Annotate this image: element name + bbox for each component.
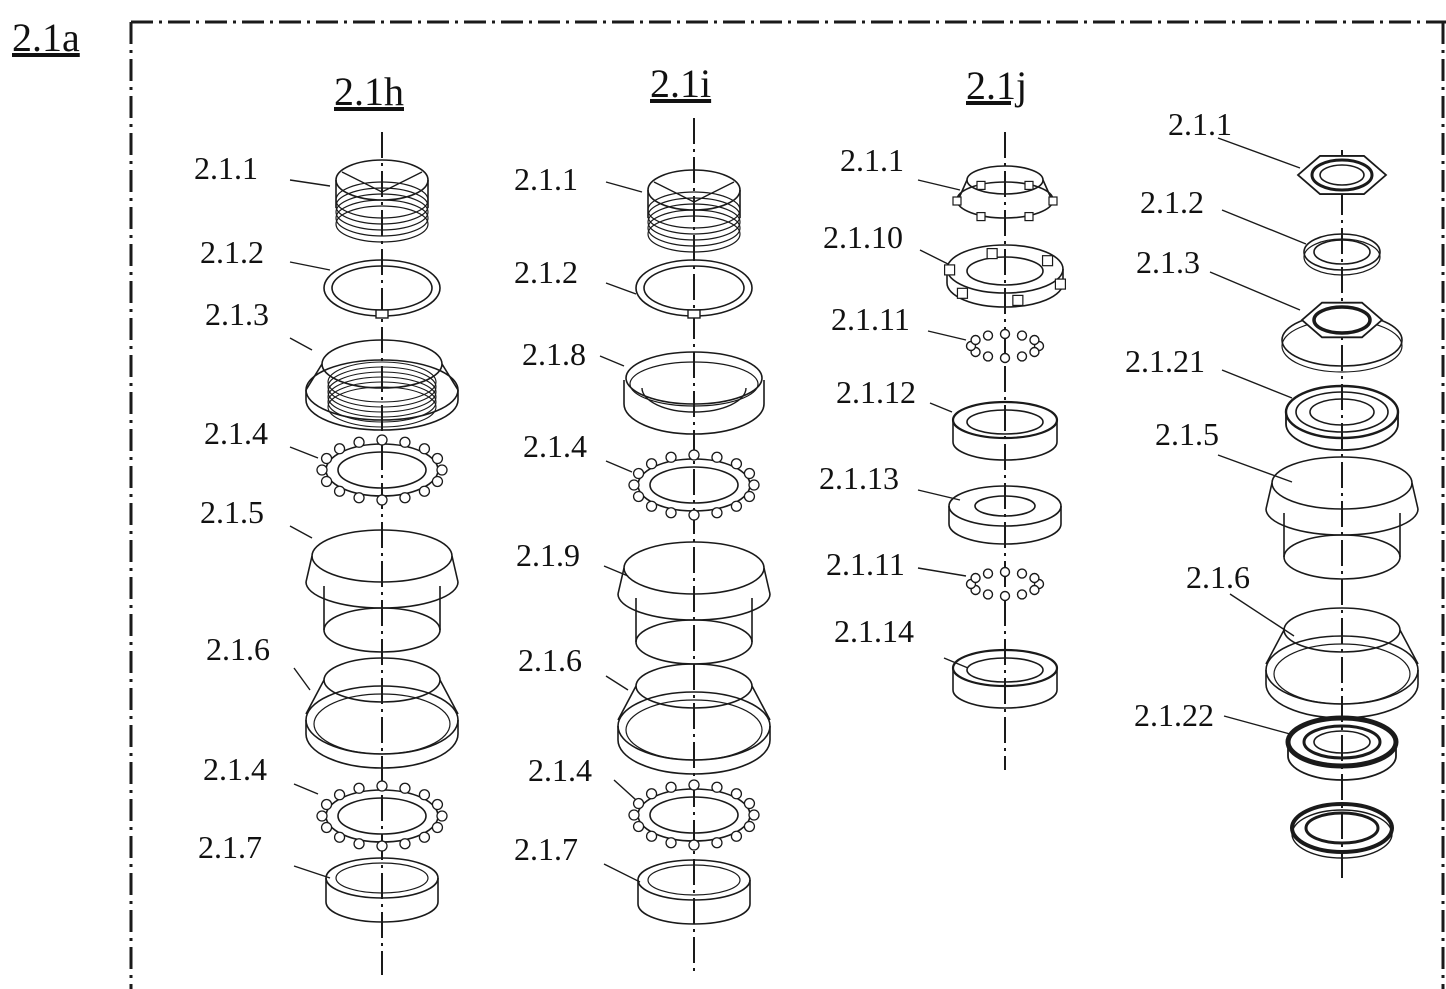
part-k-1-hex-nut bbox=[1296, 155, 1388, 195]
part-k-7-sealed-bearing-dark bbox=[1285, 715, 1399, 781]
leader-line bbox=[289, 179, 331, 187]
part-label: 2.1.7 bbox=[514, 831, 578, 867]
part-h-2-keyed-washer bbox=[323, 259, 441, 319]
dash-dot-frame bbox=[129, 20, 1446, 989]
part-label: 2.1.5 bbox=[1155, 416, 1219, 452]
leader-line bbox=[605, 675, 629, 691]
leader-line bbox=[1217, 454, 1293, 483]
leader-line bbox=[289, 525, 313, 539]
leader-line bbox=[289, 261, 331, 271]
part-j-6-loose-balls bbox=[965, 566, 1045, 602]
part-i-8-crown-race bbox=[637, 859, 751, 925]
part-k-3-hex-cup bbox=[1281, 301, 1403, 373]
part-k-8-crown-race-dark bbox=[1290, 802, 1394, 859]
part-h-6-frame-cup-lower bbox=[305, 657, 459, 769]
part-h-7-ball-retainer bbox=[316, 780, 448, 852]
part-i-6-frame-cup-lower bbox=[617, 663, 771, 775]
part-label: 2.1.6 bbox=[1186, 559, 1250, 595]
part-j-1-notched-nut bbox=[952, 165, 1058, 222]
part-label: 2.1.5 bbox=[200, 494, 264, 530]
part-k-4-sealed-bearing bbox=[1284, 384, 1400, 451]
part-j-3-loose-balls bbox=[965, 328, 1045, 364]
leader-lines bbox=[289, 137, 1307, 883]
part-label: 2.1.3 bbox=[1136, 244, 1200, 280]
parts-layer bbox=[305, 155, 1419, 925]
part-h-1-threaded-nut bbox=[335, 159, 429, 243]
leader-line bbox=[1221, 209, 1307, 245]
figure-label: 2.1a bbox=[12, 15, 80, 60]
part-label: 2.1.1 bbox=[194, 150, 258, 186]
part-k-5-frame-cup bbox=[1265, 456, 1419, 580]
part-i-2-keyed-washer bbox=[635, 259, 753, 319]
leader-line bbox=[917, 567, 967, 577]
leader-line bbox=[1223, 715, 1291, 735]
leader-line bbox=[605, 460, 633, 473]
part-label: 2.1.1 bbox=[1168, 106, 1232, 142]
leader-line bbox=[293, 783, 319, 795]
part-label: 2.1.6 bbox=[518, 642, 582, 678]
leader-line bbox=[599, 355, 625, 367]
part-label: 2.1.10 bbox=[823, 219, 903, 255]
part-label: 2.1.22 bbox=[1134, 697, 1214, 733]
part-label: 2.1.4 bbox=[528, 752, 592, 788]
part-i-7-ball-retainer bbox=[628, 779, 760, 851]
part-label: 2.1.8 bbox=[522, 336, 586, 372]
leader-line bbox=[917, 179, 961, 191]
leader-line bbox=[289, 337, 313, 351]
part-j-7-bearing-cup bbox=[951, 648, 1059, 709]
part-label: 2.1.13 bbox=[819, 460, 899, 496]
part-j-2-notched-ring bbox=[943, 244, 1067, 308]
part-label: 2.1.4 bbox=[523, 428, 587, 464]
part-k-2-washer bbox=[1303, 233, 1381, 276]
part-label: 2.1.21 bbox=[1125, 343, 1205, 379]
leader-line bbox=[605, 282, 637, 295]
frame-border bbox=[129, 20, 1446, 989]
leader-line bbox=[1217, 137, 1301, 169]
leader-line bbox=[919, 249, 949, 265]
leader-line bbox=[1221, 369, 1293, 399]
part-i-1-threaded-nut bbox=[647, 169, 741, 253]
column-title-h: 2.1h bbox=[334, 69, 404, 114]
leader-line bbox=[929, 402, 953, 413]
leader-line bbox=[917, 489, 961, 501]
leader-line bbox=[603, 863, 641, 883]
part-i-3-cone-cup bbox=[623, 351, 765, 435]
leader-line bbox=[613, 779, 637, 801]
leader-line bbox=[927, 330, 967, 341]
part-label: 2.1.11 bbox=[831, 301, 910, 337]
leader-line bbox=[1229, 593, 1295, 637]
part-label: 2.1.2 bbox=[1140, 184, 1204, 220]
part-label: 2.1.6 bbox=[206, 631, 270, 667]
part-label: 2.1.11 bbox=[826, 546, 905, 582]
column-title-j: 2.1j bbox=[966, 63, 1028, 108]
part-label: 2.1.9 bbox=[516, 537, 580, 573]
part-label: 2.1.14 bbox=[834, 613, 914, 649]
part-h-8-crown-race bbox=[325, 857, 439, 923]
leader-line bbox=[603, 565, 629, 577]
leader-line bbox=[605, 181, 643, 193]
part-i-4-ball-retainer bbox=[628, 449, 760, 521]
part-h-5-frame-cup bbox=[305, 529, 459, 653]
leader-line bbox=[293, 667, 311, 691]
column-title-i: 2.1i bbox=[650, 61, 712, 106]
part-label: 2.1.7 bbox=[198, 829, 262, 865]
part-label: 2.1.2 bbox=[514, 254, 578, 290]
part-label: 2.1.3 bbox=[205, 296, 269, 332]
leader-line bbox=[943, 657, 969, 669]
part-h-4-ball-retainer bbox=[316, 434, 448, 506]
part-label: 2.1.1 bbox=[840, 142, 904, 178]
part-j-4-bearing-cup bbox=[951, 400, 1059, 461]
part-j-5-flat-race bbox=[948, 485, 1062, 545]
part-label: 2.1.12 bbox=[836, 374, 916, 410]
leader-line bbox=[289, 446, 319, 459]
part-label: 2.1.4 bbox=[204, 415, 268, 451]
part-label: 2.1.4 bbox=[203, 751, 267, 787]
part-h-3-threaded-cup bbox=[305, 339, 459, 431]
part-label: 2.1.2 bbox=[200, 234, 264, 270]
leader-line bbox=[293, 865, 331, 879]
part-label: 2.1.1 bbox=[514, 161, 578, 197]
leader-line bbox=[1209, 271, 1301, 311]
